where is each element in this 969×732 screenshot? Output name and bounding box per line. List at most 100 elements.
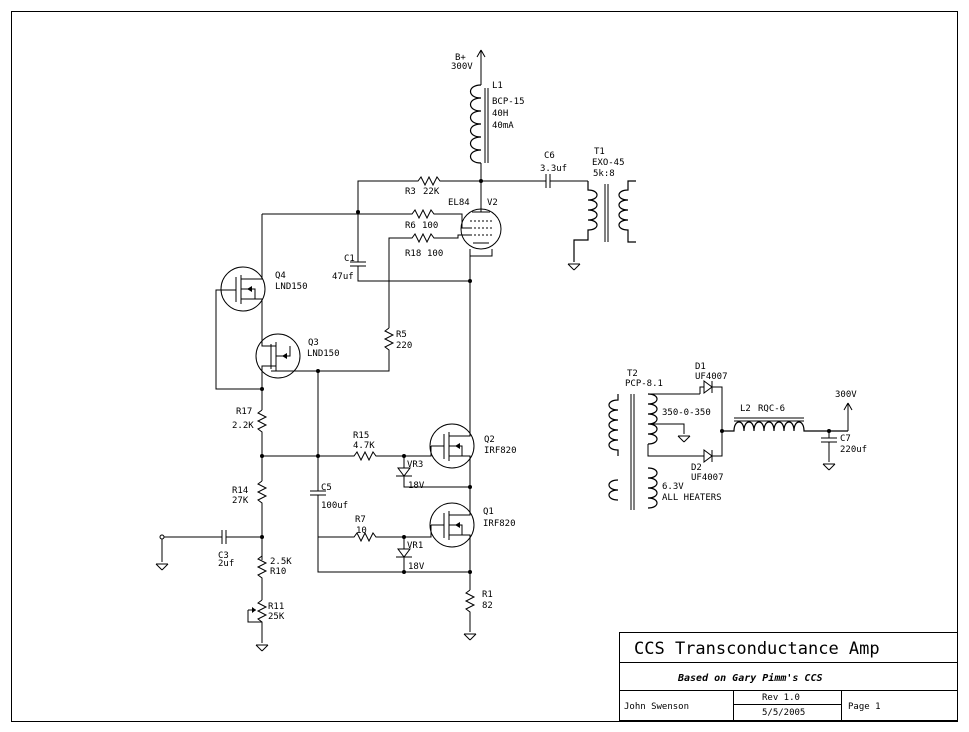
capacitor-c5: C5 100uf (310, 371, 470, 573)
r7-value: 10 (356, 526, 367, 536)
d1-part: UF4007 (695, 372, 728, 382)
c6-value: 3.3uf (540, 164, 567, 174)
vr3-value: 18V (408, 481, 425, 491)
resistor-r17: R17 2.2K (232, 407, 268, 481)
c3-value: 2uf (218, 559, 234, 569)
vr1-ref: VR1 (407, 541, 423, 551)
potentiometer-r11: R11 25K (247, 599, 285, 652)
mosfet-q1: Q1 IRF820 (429, 500, 516, 590)
resistor-r7: R7 10 (318, 515, 432, 543)
b-plus-supply: B+ 300V (451, 49, 486, 85)
r7-ref: R7 (355, 515, 366, 525)
r14-ref: R14 (232, 486, 248, 496)
r6-value: 100 (422, 221, 438, 231)
t1-ratio: 5k:8 (593, 169, 615, 179)
r3-value: 22K (423, 187, 440, 197)
mosfet-q4: Q4 LND150 (215, 262, 308, 390)
r10-ref: R10 (270, 567, 286, 577)
l1-ref: L1 (492, 81, 503, 91)
r15-value: 4.7K (353, 441, 375, 451)
l2-part: RQC-6 (758, 404, 785, 414)
drawing-page: Page 1 (848, 702, 881, 712)
d1-ref: D1 (695, 362, 706, 372)
r17-value: 2.2K (232, 421, 254, 431)
r15-ref: R15 (353, 431, 369, 441)
inductor-l2: L2 RQC-6 (722, 404, 848, 433)
r6-ref: R6 (405, 221, 416, 231)
vr1-value: 18V (408, 562, 425, 572)
capacitor-c3: C3 2uf (155, 530, 262, 571)
title-block: CCS Transconductance Amp Based on Gary P… (619, 632, 958, 721)
resistor-r18: R18 100 (388, 232, 470, 328)
b-plus-label: B+ (455, 53, 466, 63)
l1-inductance: 40H (492, 109, 508, 119)
q1-ref: Q1 (483, 507, 494, 517)
drawing-subtitle: Based on Gary Pimm's CCS (677, 672, 823, 684)
drawing-title: CCS Transconductance Amp (634, 639, 880, 659)
resistor-r1: R1 82 (463, 589, 493, 641)
mosfet-q2: Q2 IRF820 (429, 420, 517, 500)
tube-type: EL84 (448, 198, 470, 208)
d2-part: UF4007 (691, 473, 724, 483)
r1-value: 82 (482, 601, 493, 611)
b-plus-voltage: 300V (451, 62, 473, 72)
r14-value: 27K (232, 496, 249, 506)
psu-output-voltage: 300V (835, 390, 857, 400)
zener-vr1: VR1 18V (396, 537, 472, 574)
r17-ref: R17 (236, 407, 252, 417)
l2-ref: L2 (740, 404, 751, 414)
r18-ref: R18 (405, 249, 421, 259)
resistor-r14: R14 27K (232, 480, 268, 560)
capacitor-c7: C7 220uf (821, 431, 867, 471)
transformer-t1: T1 EXO-45 5k:8 (567, 147, 636, 271)
r5-ref: R5 (396, 330, 407, 340)
c1-ref: C1 (344, 254, 355, 264)
zener-vr3: VR3 18V (396, 456, 472, 491)
c3-ref: C3 (218, 551, 229, 561)
r11-value: 25K (268, 612, 285, 622)
vr3-ref: VR3 (407, 460, 423, 470)
t2-heater-voltage: 6.3V (662, 482, 684, 492)
q3-ref: Q3 (308, 338, 319, 348)
c5-ref: C5 (321, 483, 332, 493)
r1-ref: R1 (482, 590, 493, 600)
q4-part: LND150 (275, 282, 308, 292)
t2-heater-label: ALL HEATERS (662, 493, 722, 503)
resistor-r10: 2.5K R10 (256, 555, 292, 600)
resistor-r3: R3 22K (356, 175, 481, 262)
tube-ref: V2 (487, 198, 498, 208)
c7-ref: C7 (840, 434, 851, 444)
q4-ref: Q4 (275, 271, 286, 281)
c6-ref: C6 (544, 151, 555, 161)
diode-d1: D1 UF4007 (695, 362, 728, 431)
inductor-l1: L1 BCP-15 40H 40mA (469, 81, 525, 207)
r3-ref: R3 (405, 187, 416, 197)
t2-part: PCP-8.1 (625, 379, 663, 389)
q3-part: LND150 (307, 349, 340, 359)
drawing-revision: Rev 1.0 (762, 693, 800, 703)
mosfet-q3: Q3 LND150 (255, 333, 340, 410)
q1-part: IRF820 (483, 519, 516, 529)
diode-d2: D2 UF4007 (691, 431, 724, 483)
l1-current: 40mA (492, 121, 514, 131)
r11-ref: R11 (268, 602, 284, 612)
t1-part: EXO-45 (592, 158, 625, 168)
capacitor-c1: C1 47uf (332, 254, 470, 282)
q2-ref: Q2 (484, 435, 495, 445)
r10-value: 2.5K (270, 557, 292, 567)
capacitor-c6: C6 3.3uf (481, 151, 588, 188)
c7-value: 220uf (840, 445, 867, 455)
c5-value: 100uf (321, 501, 348, 511)
t2-ref: T2 (627, 369, 638, 379)
t2-secondary: 350-0-350 (662, 408, 711, 418)
l1-part: BCP-15 (492, 97, 525, 107)
page-border (11, 11, 958, 722)
resistor-r6: R6 100 (261, 208, 470, 262)
q2-part: IRF820 (484, 446, 517, 456)
t1-ref: T1 (594, 147, 605, 157)
transformer-t2: T2 PCP-8.1 350-0-350 6.3V ALL HEATERS (608, 369, 722, 510)
tube-el84: EL84 V2 (448, 198, 502, 257)
drawing-date: 5/5/2005 (762, 708, 805, 718)
c1-value: 47uf (332, 272, 354, 282)
drawing-author: John Swenson (624, 702, 689, 712)
